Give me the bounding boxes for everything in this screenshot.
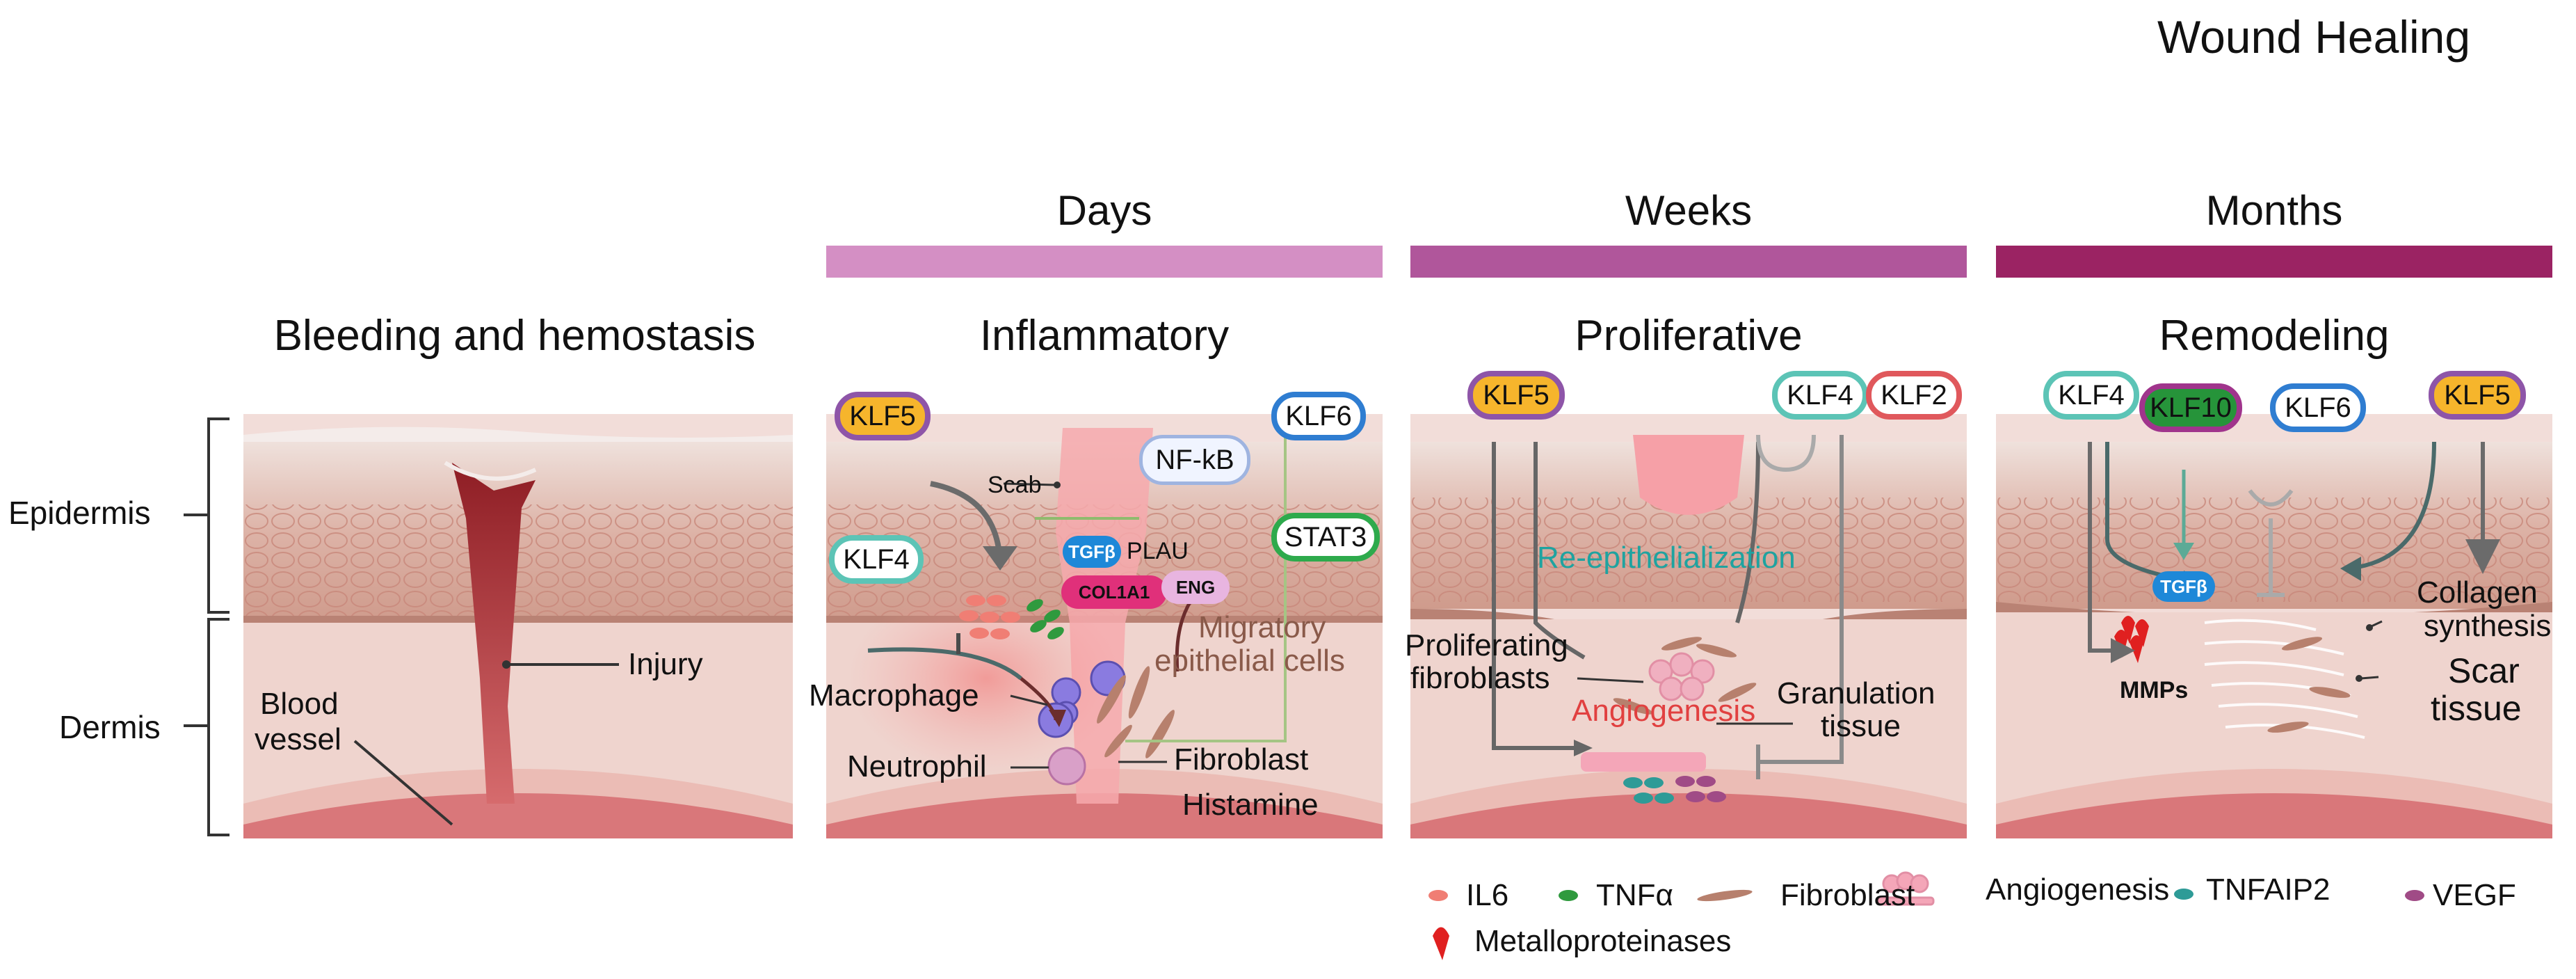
histamine-label: Histamine: [1182, 788, 1319, 822]
scar-label-1: Scar: [2448, 651, 2520, 690]
nfkb-badge: NF-kB: [1139, 435, 1250, 485]
klf4-badge: KLF4: [829, 535, 924, 584]
migratory-label-2: epithelial cells: [1154, 644, 1345, 678]
blood-vessel-label-2: vessel: [255, 722, 341, 756]
skin-illustration-proliferative: [1410, 414, 1967, 838]
phase-name-remodeling: Remodeling: [2159, 312, 2390, 360]
blood-vessel-label-1: Blood: [260, 687, 339, 721]
legend-tnfaip2: TNFAIP2: [2206, 873, 2331, 907]
dermis-label: Dermis: [59, 709, 161, 745]
phase-time-weeks: Weeks: [1625, 187, 1753, 234]
reepithelialization-label: Re-epithelialization: [1537, 541, 1796, 575]
col1a1-chip: COL1A1: [1061, 575, 1167, 609]
layer-brackets: [184, 417, 230, 836]
figure-title: Wound Healing: [2157, 11, 2471, 63]
scab-label: Scab: [988, 472, 1042, 498]
phase-time-days: Days: [1056, 187, 1152, 234]
eng-chip: ENG: [1161, 571, 1230, 604]
legend-fibroblast: Fibroblast: [1780, 878, 1915, 912]
legend-metalloproteinases: Metalloproteinases: [1474, 924, 1732, 958]
legend-vegf: VEGF: [2433, 878, 2516, 912]
stat3-badge: STAT3: [1271, 513, 1380, 562]
macrophage-label: Macrophage: [809, 678, 979, 713]
klf10-badge: KLF10: [2139, 383, 2242, 432]
skin-illustration-remodeling: [1996, 414, 2552, 838]
phase-name-bleeding: Bleeding and hemostasis: [273, 312, 756, 360]
mmps-label: MMPs: [2120, 677, 2189, 703]
phase-time-months: Months: [2205, 187, 2343, 234]
scar-label-2: tissue: [2431, 689, 2522, 728]
injury-label: Injury: [628, 647, 703, 681]
klf5-badge: KLF5: [2429, 371, 2526, 420]
migratory-label-1: Migratory: [1198, 610, 1326, 644]
granulation-label-2: tissue: [1821, 709, 1901, 743]
klf5-badge: KLF5: [1467, 371, 1565, 420]
phase-name-proliferative: Proliferative: [1575, 312, 1803, 360]
tgfb-chip: TGFβ: [1063, 536, 1121, 568]
legend-tnfa: TNFα: [1596, 878, 1673, 912]
epidermis-label: Epidermis: [8, 495, 151, 531]
proliferating-label-2: fibroblasts: [1410, 661, 1550, 695]
panel-remodeling: KLF4 KLF10 KLF6 KLF5 TGFβ MMPs Collagen …: [1996, 371, 2552, 838]
klf6-badge: KLF6: [2270, 383, 2366, 432]
proliferating-label-1: Proliferating: [1405, 628, 1568, 662]
panel-inflammatory: KLF5 KLF6 NF-kB KLF4 STAT3 Scab TGFβ PLA…: [809, 392, 1383, 838]
legend-icons: [1428, 871, 2424, 960]
legend-angiogenesis: Angiogenesis: [1986, 873, 2170, 907]
klf2-badge: KLF2: [1866, 371, 1962, 420]
skin-illustration-bleeding: [243, 414, 793, 838]
granulation-label-1: Granulation: [1777, 676, 1935, 710]
klf6-badge: KLF6: [1271, 392, 1366, 440]
klf5-badge: KLF5: [835, 392, 931, 440]
phase-bar-days: [826, 246, 1383, 278]
phase-bar-weeks: [1410, 246, 1967, 278]
angiogenesis-label: Angiogenesis: [1572, 694, 1756, 728]
neutrophil-label: Neutrophil: [847, 749, 987, 783]
phase-name-inflammatory: Inflammatory: [979, 312, 1230, 360]
collagen-label-2: synthesis: [2424, 609, 2552, 643]
tgfb-chip: TGFβ: [2152, 571, 2215, 602]
collagen-label-1: Collagen: [2417, 575, 2538, 610]
plau-label: PLAU: [1127, 538, 1189, 564]
panel-bleeding: Injury Blood vessel: [243, 414, 793, 838]
panel-proliferative: KLF5 KLF4 KLF2 Re-epithelialization Prol…: [1405, 371, 1967, 838]
klf4-badge: KLF4: [1772, 371, 1868, 420]
phase-bar-months: [1996, 246, 2552, 278]
fibroblast-label: Fibroblast: [1174, 742, 1309, 777]
klf4-badge: KLF4: [2043, 371, 2139, 420]
legend-il6: IL6: [1466, 878, 1509, 912]
